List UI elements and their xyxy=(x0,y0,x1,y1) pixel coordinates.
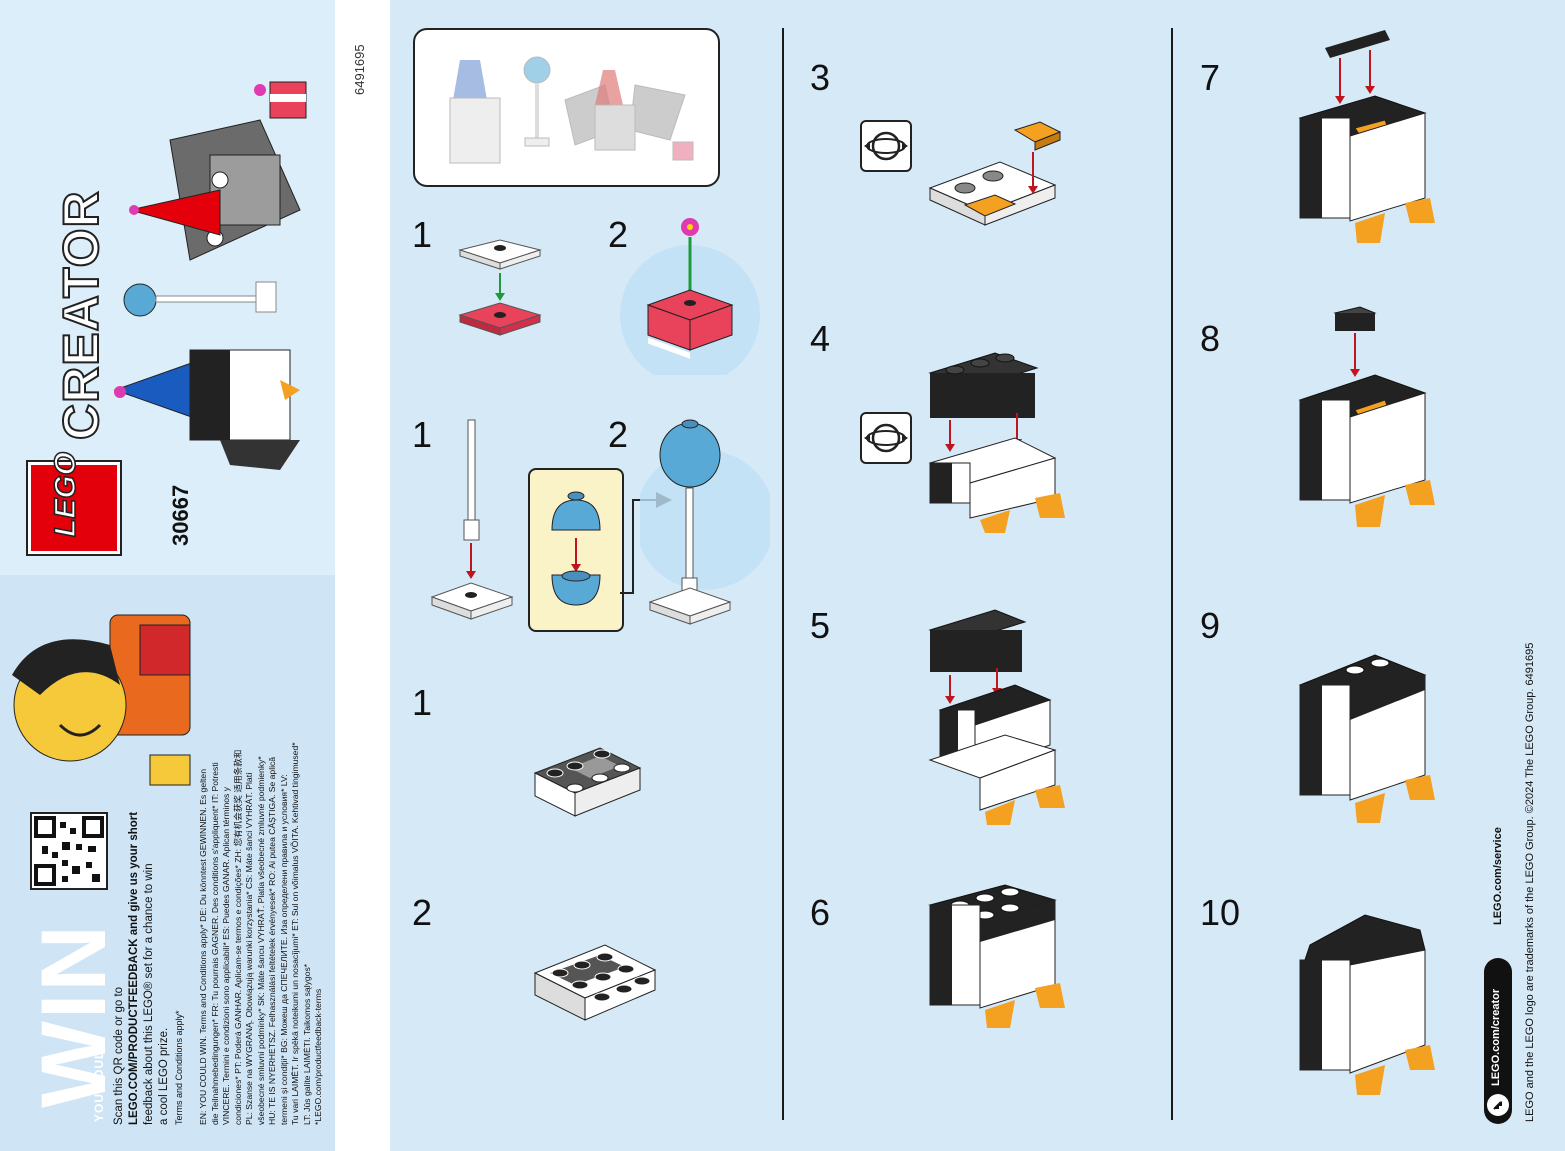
rotate-model-icon xyxy=(860,412,912,464)
step-number: 7 xyxy=(1200,57,1221,98)
step-number: 2 xyxy=(608,414,629,455)
you-could-label: YOU COULD xyxy=(92,1041,106,1122)
column-divider xyxy=(782,28,784,1120)
step-c2-illustration xyxy=(533,944,657,1021)
qr-code[interactable] xyxy=(30,812,108,890)
step-number: 10 xyxy=(1200,892,1241,933)
creator-title: CREATOR xyxy=(52,189,110,441)
step-number: 6 xyxy=(810,892,831,933)
cover-stripe xyxy=(335,0,390,1151)
terms-link[interactable]: *LEGO.com/productfeedback-terms xyxy=(313,988,323,1125)
rotate-model-icon xyxy=(860,120,912,172)
trademark-text: LEGO and the LEGO logo are trademarks of… xyxy=(1524,642,1536,1122)
step-3-illustration xyxy=(928,121,1062,226)
overview-model-icon xyxy=(449,56,694,164)
step-number: 9 xyxy=(1200,605,1221,646)
set-number: 30667 xyxy=(168,484,193,546)
bat-penguin-icon xyxy=(129,119,301,261)
cover-model-illustration xyxy=(113,81,307,470)
step-b2-illustration xyxy=(640,419,770,625)
step-number: 8 xyxy=(1200,318,1221,359)
creator-link[interactable]: LEGO.com/creator xyxy=(1490,988,1502,1086)
service-link[interactable]: LEGO.com/service xyxy=(1492,827,1504,925)
step-10-illustration xyxy=(1299,914,1435,1095)
scan-text: Scan this QR code or go to LEGO.COM/PROD… xyxy=(112,785,186,1125)
lego-logo: LEGO xyxy=(26,451,122,556)
step-6-illustration xyxy=(928,884,1065,1028)
step-number: 2 xyxy=(608,214,629,255)
step-9-illustration xyxy=(1298,654,1435,823)
step-4-illustration xyxy=(928,352,1065,533)
cover-panel: 6491695 LEGO CREATOR 30667 xyxy=(0,0,390,1151)
step-7-illustration xyxy=(1298,30,1435,243)
arrow-icon xyxy=(1487,1094,1509,1116)
legal-text: EN: YOU COULD WIN. Terms and Conditions … xyxy=(198,600,325,1125)
overview-panel xyxy=(413,28,720,187)
balloon-halves-icon xyxy=(551,491,601,606)
step-number: 2 xyxy=(412,892,433,933)
win-title: WIN xyxy=(23,923,125,1108)
penguin-icon xyxy=(113,349,300,470)
step-a2-illustration xyxy=(620,218,760,375)
doc-number: 6491695 xyxy=(352,44,367,95)
step-5-illustration xyxy=(928,609,1065,825)
step-number: 4 xyxy=(810,318,831,359)
balloon-icon xyxy=(123,281,277,317)
step-c1-illustration xyxy=(533,747,642,817)
step-8-illustration xyxy=(1298,306,1435,527)
sub-assembly-callout xyxy=(528,468,624,632)
step-b1-illustration xyxy=(430,419,514,620)
cake-icon xyxy=(254,81,307,119)
step-a1-illustration xyxy=(458,239,542,336)
creator-link-pill[interactable]: LEGO.com/creator xyxy=(1484,958,1512,1124)
column-divider xyxy=(1171,28,1173,1120)
step-number: 1 xyxy=(412,414,433,455)
step-number: 1 xyxy=(412,214,433,255)
feedback-link[interactable]: LEGO.COM/PRODUCTFEEDBACK and give us you… xyxy=(128,811,140,1125)
minifig-illustration xyxy=(12,614,191,786)
step-number: 5 xyxy=(810,605,831,646)
step-number: 1 xyxy=(412,682,433,723)
step-number: 3 xyxy=(810,57,831,98)
